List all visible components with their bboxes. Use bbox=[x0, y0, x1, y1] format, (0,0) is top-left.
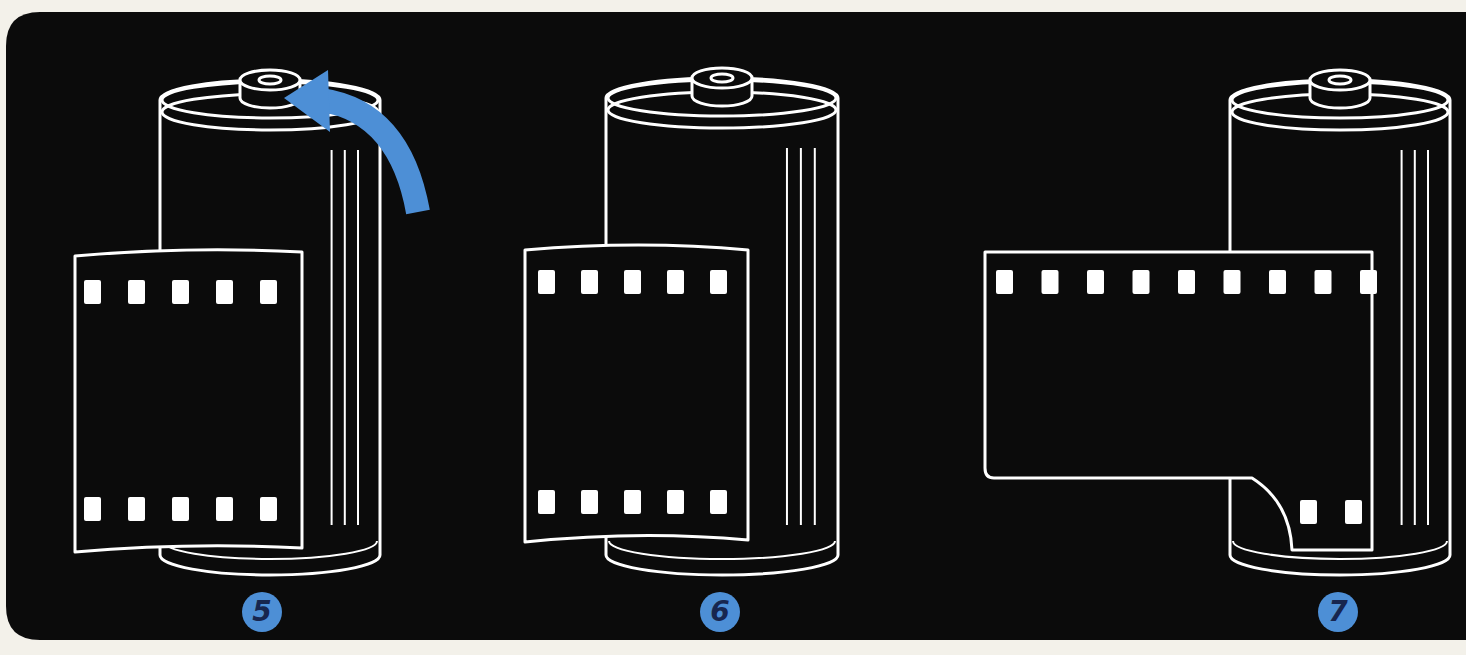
canister-shine bbox=[357, 150, 359, 525]
film-leader bbox=[525, 245, 748, 542]
black-panel bbox=[6, 12, 1466, 640]
canister-shine bbox=[800, 148, 802, 525]
sprocket-hole bbox=[538, 490, 555, 514]
film-leader bbox=[75, 250, 302, 552]
sprocket-hole bbox=[624, 270, 641, 294]
sprocket-hole bbox=[172, 280, 189, 304]
arrow-head bbox=[284, 70, 330, 132]
film-strip bbox=[985, 252, 1372, 550]
sprocket-hole bbox=[624, 490, 641, 514]
spool-top bbox=[1310, 70, 1370, 90]
canister-shine bbox=[1401, 150, 1403, 525]
turn-arrow bbox=[284, 70, 418, 212]
sprocket-hole bbox=[710, 270, 727, 294]
canister-shine bbox=[331, 150, 333, 525]
callout-number: 5 bbox=[242, 592, 282, 632]
film-strip bbox=[525, 245, 748, 542]
sprocket-hole bbox=[996, 270, 1013, 294]
sprocket-hole bbox=[1300, 500, 1317, 524]
sprocket-hole bbox=[84, 497, 101, 521]
spool-hole bbox=[1329, 76, 1351, 84]
sprocket-hole bbox=[1178, 270, 1195, 294]
film-strip bbox=[75, 250, 302, 552]
sprocket-hole bbox=[128, 280, 145, 304]
sprocket-hole bbox=[581, 270, 598, 294]
sprocket-hole bbox=[1224, 270, 1241, 294]
spool-top bbox=[240, 70, 300, 90]
canister-shine bbox=[814, 148, 816, 525]
arrow-shaft bbox=[322, 100, 418, 212]
sprocket-hole bbox=[84, 280, 101, 304]
sprocket-hole bbox=[1269, 270, 1286, 294]
sprocket-hole bbox=[216, 497, 233, 521]
sprocket-hole bbox=[667, 270, 684, 294]
sprocket-hole bbox=[1315, 270, 1332, 294]
canister-shine bbox=[1427, 150, 1429, 525]
sprocket-hole bbox=[128, 497, 145, 521]
canister-shine bbox=[344, 150, 346, 525]
sprocket-hole bbox=[1087, 270, 1104, 294]
sprocket-hole bbox=[172, 497, 189, 521]
sprocket-hole bbox=[538, 270, 555, 294]
sprocket-hole bbox=[581, 490, 598, 514]
sprocket-hole bbox=[1133, 270, 1150, 294]
film-leader bbox=[985, 252, 1377, 550]
canister-bottom-rim bbox=[609, 541, 835, 559]
callout-label: 6 bbox=[710, 598, 729, 626]
callout-number: 7 bbox=[1318, 592, 1358, 632]
callout-label: 7 bbox=[1328, 598, 1347, 626]
spool-hole bbox=[259, 76, 281, 84]
canister-shine bbox=[1414, 150, 1416, 525]
film-canisters bbox=[75, 68, 1450, 575]
sprocket-hole bbox=[710, 490, 727, 514]
sprocket-hole bbox=[667, 490, 684, 514]
callout-number: 6 bbox=[700, 592, 740, 632]
sprocket-hole bbox=[1042, 270, 1059, 294]
sprocket-hole bbox=[260, 497, 277, 521]
sprocket-hole bbox=[260, 280, 277, 304]
spool-hole bbox=[711, 74, 733, 82]
callout-label: 5 bbox=[252, 598, 271, 626]
spool-top bbox=[692, 68, 752, 88]
sprocket-hole bbox=[1360, 270, 1377, 294]
canister-shine bbox=[786, 148, 788, 525]
sprocket-hole bbox=[1345, 500, 1362, 524]
sprocket-hole bbox=[216, 280, 233, 304]
